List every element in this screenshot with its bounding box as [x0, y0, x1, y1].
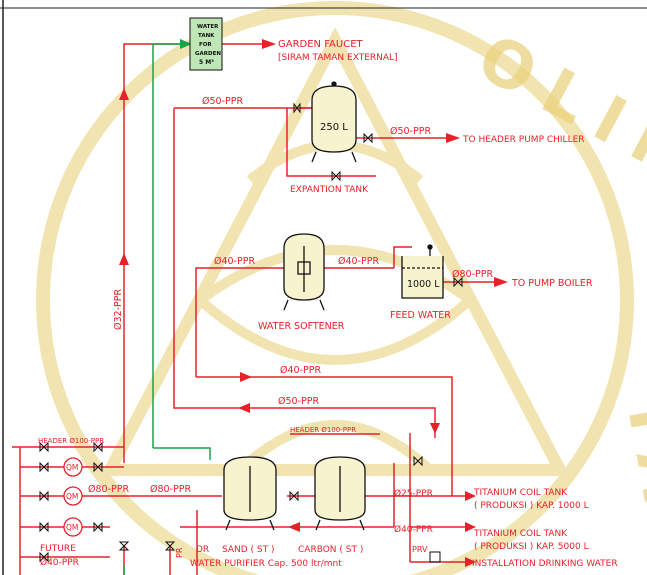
garden-faucet-sub-label: [SIRAM TAMAN EXTERNAL]: [278, 53, 398, 63]
tank-1000-label: 1000 L: [407, 279, 440, 290]
pipe-40-future-label: Ø40-PPR: [40, 557, 79, 568]
header-100-mid-label: HEADER Ø100-PPR: [290, 426, 356, 434]
garden-tank-line1: WATER: [197, 24, 219, 30]
pipe-25-label: Ø25-PPR: [394, 488, 433, 499]
header-100-left-label: HEADER Ø100-PPR: [38, 437, 104, 445]
garden-tank-line2: TANK: [198, 33, 215, 39]
watermark-text-right: TA: [611, 390, 647, 521]
sand-label: SAND ( ST ): [222, 545, 275, 555]
garden-tank-line3: FOR: [199, 42, 212, 48]
garden-faucet-label: GARDEN FAUCET: [278, 39, 364, 50]
garden-tank-line5: 5 M³: [199, 59, 214, 66]
valves: [39, 102, 463, 563]
titanium-5000-label-b: ( PRODUKSI ) KAP. 5000 L: [474, 542, 589, 552]
garden-feed-line-bottom: [153, 447, 211, 460]
qm-label-3: QM: [66, 523, 78, 532]
pipe-50-long-label: Ø50-PPR: [278, 396, 319, 407]
diagram-labels: GARDEN FAUCET [SIRAM TAMAN EXTERNAL] Ø50…: [38, 39, 618, 569]
pipe-40-left-label: Ø40-PPR: [214, 256, 255, 267]
pipe-40-mid-label: Ø40-PPR: [338, 256, 379, 267]
tank-250-label: 250 L: [320, 122, 348, 133]
titanium-1000-label-a: TITANIUM COIL TANK: [473, 488, 568, 498]
carbon-label: CARBON ( ST ): [298, 545, 363, 555]
pipe-32-vertical-label: Ø32-PPR: [113, 289, 124, 330]
water-softener-label: WATER SOFTENER: [258, 321, 345, 332]
pipe-50-top-label: Ø50-PPR: [202, 96, 243, 107]
pipe-50-right-label: Ø50-PPR: [390, 126, 431, 137]
flow-arrows: [119, 39, 508, 567]
pr-fragment-label: PR: [175, 547, 184, 558]
future-label: FUTURE: [40, 544, 76, 554]
pipe-40-lower-label: Ø40-PPR: [394, 524, 433, 535]
feed-water-tank: [401, 244, 444, 299]
titanium-5000-label-a: TITANIUM COIL TANK: [473, 529, 568, 539]
carbon-filter: [314, 456, 366, 531]
sand-filter: [223, 456, 277, 531]
purifier-label: WATER PURIFIER Cap. 500 ltr/mnt: [190, 559, 342, 569]
dr-label: DR: [196, 545, 209, 555]
titanium-1000-label-b: ( PRODUKSI ) KAP. 1000 L: [474, 501, 589, 511]
garden-tank-box: [189, 17, 223, 71]
feed-water-label: FEED WATER: [390, 310, 451, 321]
qm-label-1: QM: [66, 463, 78, 472]
pipe-80-mid-label: Ø80-PPR: [150, 484, 191, 495]
flow-meters: [63, 457, 83, 537]
to-boiler-label: TO PUMP BOILER: [511, 278, 593, 289]
pipe-80-left-label: Ø80-PPR: [88, 484, 129, 495]
to-chiller-label: TO HEADER PUMP CHILLER: [462, 135, 585, 145]
watermark-text-top: OLIK: [466, 21, 647, 199]
installation-label: INSTALLATION DRINKING WATER: [472, 559, 618, 569]
garden-tank-line4: GARDEN: [195, 51, 221, 57]
garden-tank-text: WATER TANK FOR GARDEN 5 M³: [195, 24, 221, 66]
pipe-40-long-label: Ø40-PPR: [280, 365, 321, 376]
prv-box: [429, 551, 441, 563]
prv-label: PRV: [412, 545, 428, 554]
garden-feed-line: [152, 43, 190, 448]
expansion-tank: [311, 81, 357, 163]
water-softener-vessel: [283, 233, 325, 311]
flow-meter-labels: QM QM QM: [66, 463, 78, 532]
green-arrow: [180, 39, 192, 49]
expansion-tank-label: EXPANTION TANK: [290, 185, 369, 195]
pipe-80-boiler-label: Ø80-PPR: [452, 269, 493, 280]
qm-label-2: QM: [66, 492, 78, 501]
